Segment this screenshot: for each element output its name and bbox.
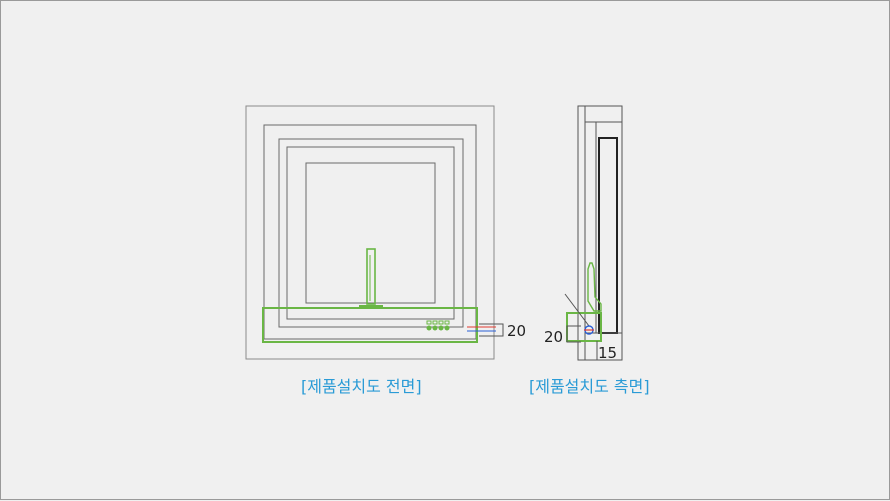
front-inner-window	[305, 162, 436, 304]
front-motor-unit-highlight	[262, 307, 478, 343]
side-outer-frame	[577, 105, 623, 361]
front-view: 20 [제품설치도 전면]	[245, 105, 526, 396]
front-outer-frame	[245, 105, 495, 360]
side-dimension-bottom-label: 15	[598, 344, 617, 362]
front-view-caption: [제품설치도 전면]	[301, 377, 422, 396]
side-handle	[587, 262, 602, 312]
front-frame-2	[263, 124, 477, 340]
front-handle	[366, 248, 376, 305]
side-view: 20 15 [제품설치도 측면]	[529, 105, 650, 396]
front-dimension-bracket	[479, 323, 504, 337]
side-leader-line	[564, 293, 590, 327]
front-dimension-label: 20	[507, 322, 526, 340]
side-dimension-left-label: 20	[544, 328, 563, 346]
front-frame-4	[286, 146, 455, 320]
front-control-buttons	[426, 320, 450, 331]
front-frame-3	[278, 138, 464, 328]
side-view-caption: [제품설치도 측면]	[529, 377, 650, 396]
side-dimension-bracket-left	[566, 325, 581, 343]
